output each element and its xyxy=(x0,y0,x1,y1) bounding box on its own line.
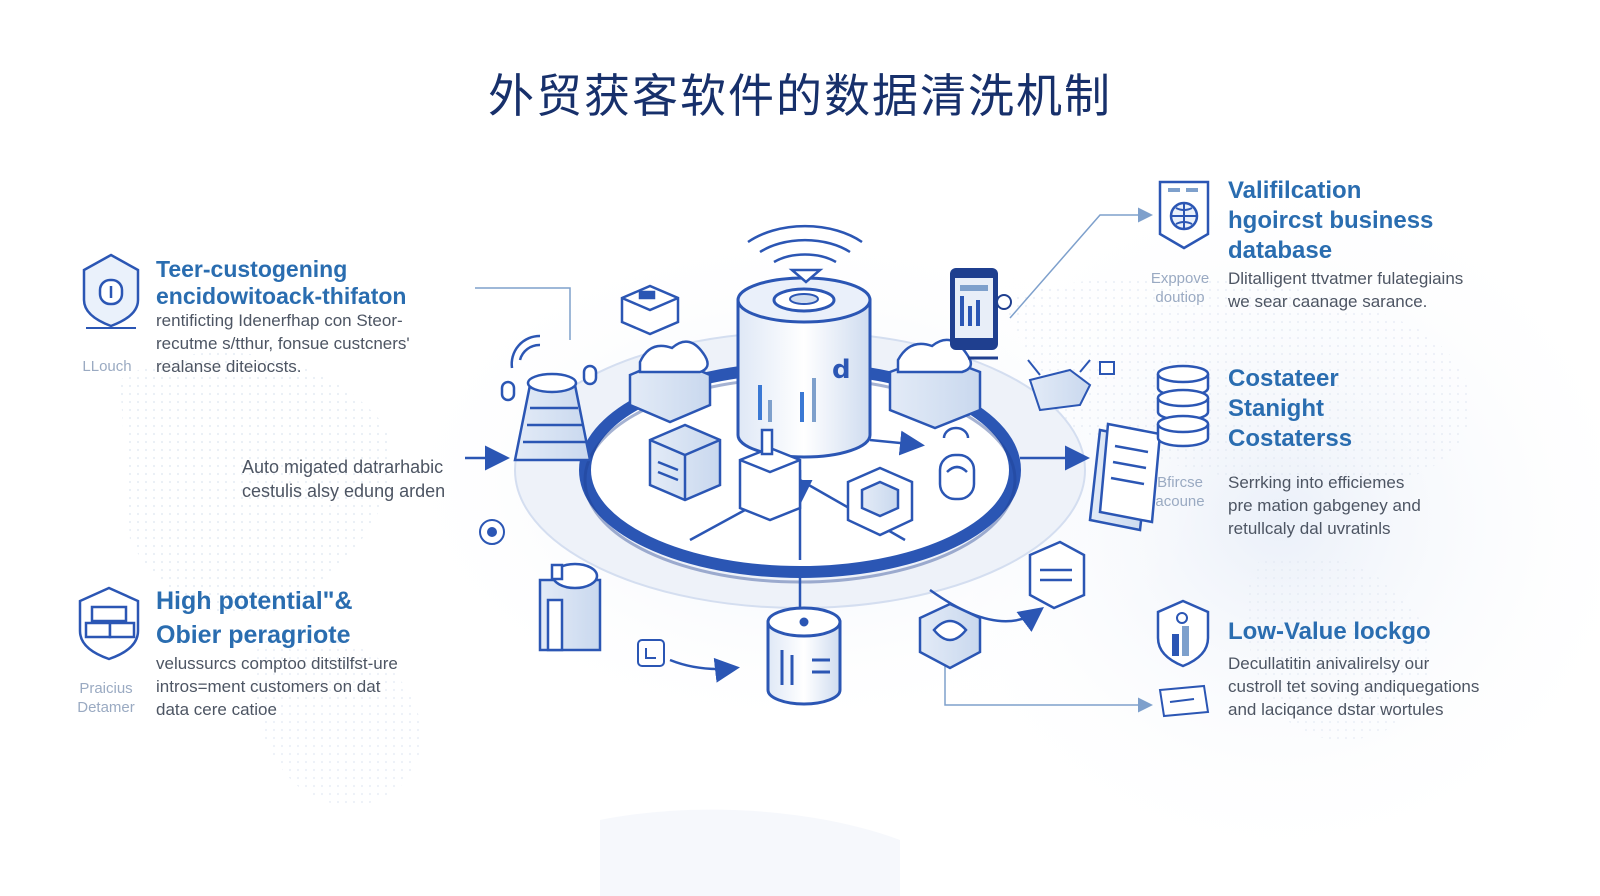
page-title: 外贸获客软件的数据清洗机制 xyxy=(488,69,1112,123)
left-bottom-side-label: Praicius Detamer xyxy=(66,680,146,718)
small-square-icon xyxy=(637,639,665,667)
heading-line: High potential"& xyxy=(156,587,353,615)
heading-line: hgoircst business xyxy=(1228,207,1434,234)
bottom-database-icon xyxy=(766,606,842,706)
body-line: we sear caanage sarance. xyxy=(1228,291,1428,311)
left-bottom-heading: High potential"& Obier peragriote xyxy=(156,584,353,652)
side-label-line: doutiop xyxy=(1155,288,1205,306)
left-top-side-label: LLouch xyxy=(70,358,144,377)
heading-line: Stanight xyxy=(1228,395,1324,422)
right-top-heading: Valifilcation hgoircst business database xyxy=(1228,176,1433,266)
heading-line: encidowitoack-thifaton xyxy=(156,283,407,310)
heading-line: Obier peragriote xyxy=(156,621,351,649)
cloud-box-left xyxy=(628,340,712,424)
heading-line: Low-Value lockgo xyxy=(1228,618,1431,645)
left-bottom-body: velussurcs comptoo ditstilfst-ure intros… xyxy=(156,653,398,722)
body-line: and laciqance dstar wortules xyxy=(1228,699,1444,719)
storage-tower-icon xyxy=(500,334,598,462)
central-database: d xyxy=(736,276,872,459)
right-middle-body: Serrking into efficiemes pre mation gabg… xyxy=(1228,472,1421,541)
storage-block-left xyxy=(648,423,722,502)
side-label-line: acoune xyxy=(1155,492,1205,510)
sensor-node-icon xyxy=(1027,359,1115,412)
right-middle-heading: Costateer Stanight Costaterss xyxy=(1228,364,1352,454)
cube-module xyxy=(846,466,914,537)
svg-text:d: d xyxy=(832,355,851,385)
body-line: custroll tet soving andiquegations xyxy=(1228,676,1480,696)
left-top-heading: Teer-custogening encidowitoack-thifaton xyxy=(156,256,406,310)
target-eye-icon xyxy=(479,519,505,545)
body-line: realanse diteiocsts. xyxy=(156,356,302,376)
heading-line: Costateer xyxy=(1228,365,1339,392)
shield-lock-icon xyxy=(82,253,140,329)
side-label-line: LLouch xyxy=(82,358,132,375)
left-top-body: rentificting Idenerfhap con Steor- recut… xyxy=(156,310,410,379)
right-bottom-heading: Low-Value lockgo xyxy=(1228,618,1431,646)
body-line: cestulis alsy edung arden xyxy=(242,481,446,502)
heading-line: Teer-custogening xyxy=(156,256,348,282)
body-line: pre mation gabgeney and xyxy=(1228,495,1421,515)
shield-cube-icon xyxy=(918,602,982,670)
right-top-side-label: Exppove doutiop xyxy=(1140,270,1220,308)
body-line: Dlitalligent ttvatmer fulategiains xyxy=(1228,269,1464,288)
ticket-icon xyxy=(1158,684,1210,718)
heading-line: database xyxy=(1228,237,1333,264)
document-icon xyxy=(1088,422,1162,532)
small-box-top-left xyxy=(620,284,680,336)
right-top-body: Dlitalligent ttvatmer fulategiains we se… xyxy=(1228,268,1463,314)
heading-line: Valifilcation xyxy=(1228,177,1362,204)
body-line: retullcaly dal uvratinls xyxy=(1228,518,1391,538)
shield-boxes-icon xyxy=(78,586,140,661)
right-bottom-body: Decullatitin anivalirelsy our custroll t… xyxy=(1228,653,1479,722)
globe-document-icon xyxy=(1158,180,1210,250)
file-box-icon xyxy=(1028,540,1086,610)
side-label-line: Bfircse xyxy=(1157,474,1203,491)
body-line: Decullatitin anivalirelsy our xyxy=(1228,654,1430,673)
side-label-line: Praicius xyxy=(79,680,133,697)
shield-chart-icon xyxy=(1156,599,1210,668)
body-line: intros=ment customers on dat xyxy=(156,676,381,696)
wifi-icon xyxy=(747,224,863,284)
side-label-line: Exppove xyxy=(1150,270,1210,287)
database-stack-icon xyxy=(1156,364,1210,448)
connector-lines xyxy=(475,207,1153,713)
mobile-phone-icon xyxy=(950,268,1012,360)
side-label-line: Detamer xyxy=(77,698,135,716)
body-line: recutme s/tthur, fonsue custcners' xyxy=(156,333,410,353)
heading-line: Costaterss xyxy=(1228,425,1353,452)
body-line: Serrking into efficiemes xyxy=(1228,473,1405,492)
left-middle-body: Auto migated datrarhabic cestulis alsy e… xyxy=(242,455,445,504)
right-middle-side-label: Bfircse acoune xyxy=(1140,474,1220,512)
body-line: data cere catioe xyxy=(156,699,277,719)
body-line: rentificting Idenerfhap con Steor- xyxy=(156,311,403,330)
cloud-box-right xyxy=(888,338,982,430)
body-line: velussurcs comptoo ditstilfst-ure xyxy=(156,654,398,673)
body-line: Auto migated datrarhabic xyxy=(242,457,444,477)
capsule-module xyxy=(938,426,976,501)
server-box xyxy=(738,428,802,522)
canister-icon xyxy=(538,562,602,652)
